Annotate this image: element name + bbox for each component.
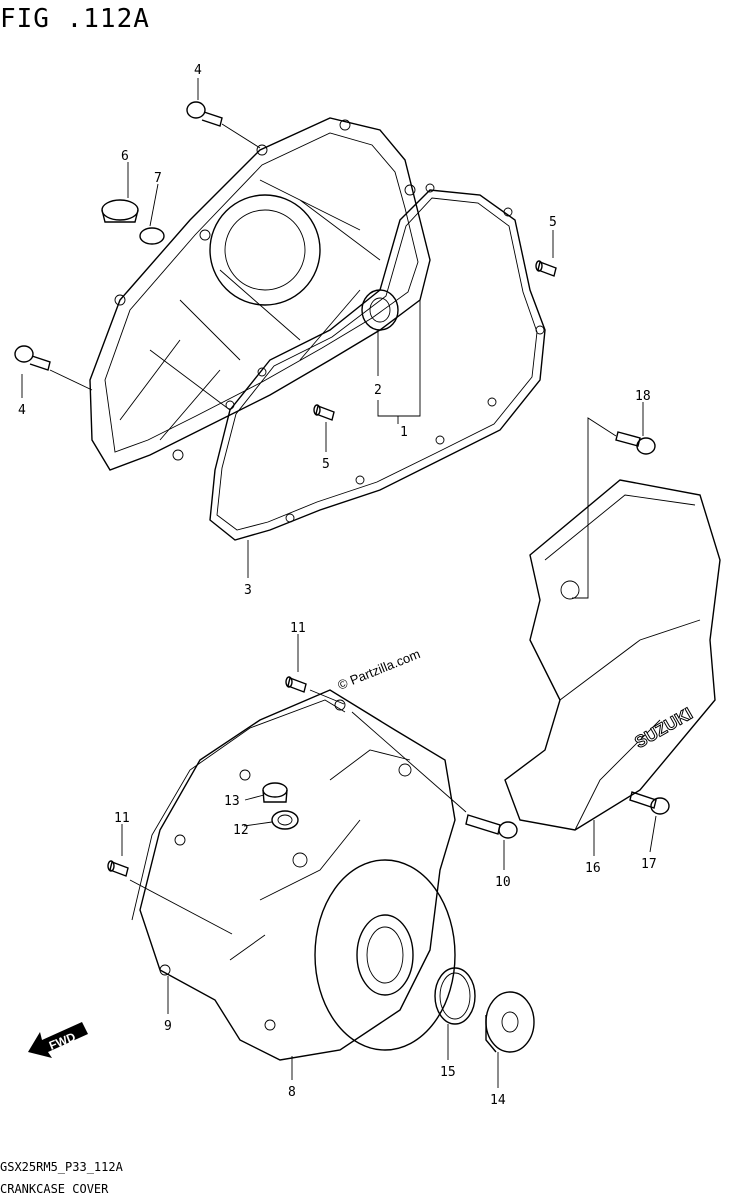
callout-17: 17 — [641, 857, 657, 872]
figure-caption: CRANKCASE COVER — [0, 1182, 109, 1196]
dowel-pin-upper[interactable] — [285, 676, 307, 693]
leader-lines — [21, 78, 657, 1088]
callout-15: 15 — [440, 1065, 456, 1080]
o-ring-small[interactable] — [139, 227, 165, 245]
washer[interactable] — [271, 810, 299, 830]
callout-2: 2 — [374, 383, 382, 398]
callout-11-upper: 11 — [290, 621, 306, 636]
sprocket-cover[interactable]: SUZUKI — [504, 479, 721, 831]
magneto-cover[interactable] — [139, 689, 456, 1061]
callout-11-lower: 11 — [114, 811, 130, 826]
callout-16: 16 — [585, 861, 601, 876]
callout-13: 13 — [224, 794, 240, 809]
plug[interactable] — [262, 782, 288, 803]
callout-1: 1 — [400, 425, 408, 440]
cover-cap[interactable] — [485, 991, 535, 1053]
callout-3: 3 — [244, 583, 252, 598]
dowel-pin-center[interactable] — [313, 404, 335, 421]
bolt-sprocket-upper[interactable] — [615, 431, 656, 455]
callout-4-upper: 4 — [194, 63, 202, 78]
bolt-magneto[interactable] — [465, 814, 518, 839]
fwd-label: FWD — [47, 1029, 78, 1052]
figure-code: GSX25RM5_P33_112A — [0, 1160, 123, 1174]
callout-5-right: 5 — [549, 215, 557, 230]
watermark: © Partzilla.com — [336, 646, 423, 693]
magneto-cover-gasket[interactable] — [131, 699, 346, 921]
bolt-upper[interactable] — [186, 101, 223, 127]
callout-12: 12 — [233, 823, 249, 838]
clutch-cover[interactable] — [89, 117, 431, 471]
dowel-pin-right[interactable] — [535, 260, 557, 277]
dowel-pin-lower[interactable] — [107, 860, 129, 877]
bolt-left[interactable] — [14, 345, 51, 371]
brand-label: SUZUKI — [632, 704, 696, 752]
bolt-sprocket-lower[interactable] — [629, 791, 670, 815]
fwd-arrow-icon: FWD — [28, 1022, 88, 1058]
figure-title: FIG .112A — [0, 4, 150, 34]
callout-14: 14 — [490, 1093, 506, 1108]
o-ring-large[interactable] — [434, 967, 476, 1025]
callout-6: 6 — [121, 149, 129, 164]
callout-9: 9 — [164, 1019, 172, 1034]
callout-18: 18 — [635, 389, 651, 404]
callout-10: 10 — [495, 875, 511, 890]
callout-4-left: 4 — [18, 403, 26, 418]
callout-8: 8 — [288, 1085, 296, 1100]
callout-5-center: 5 — [322, 457, 330, 472]
callout-7: 7 — [154, 171, 162, 186]
clutch-cover-gasket[interactable] — [209, 183, 546, 541]
oil-filler-cap[interactable] — [101, 199, 139, 223]
